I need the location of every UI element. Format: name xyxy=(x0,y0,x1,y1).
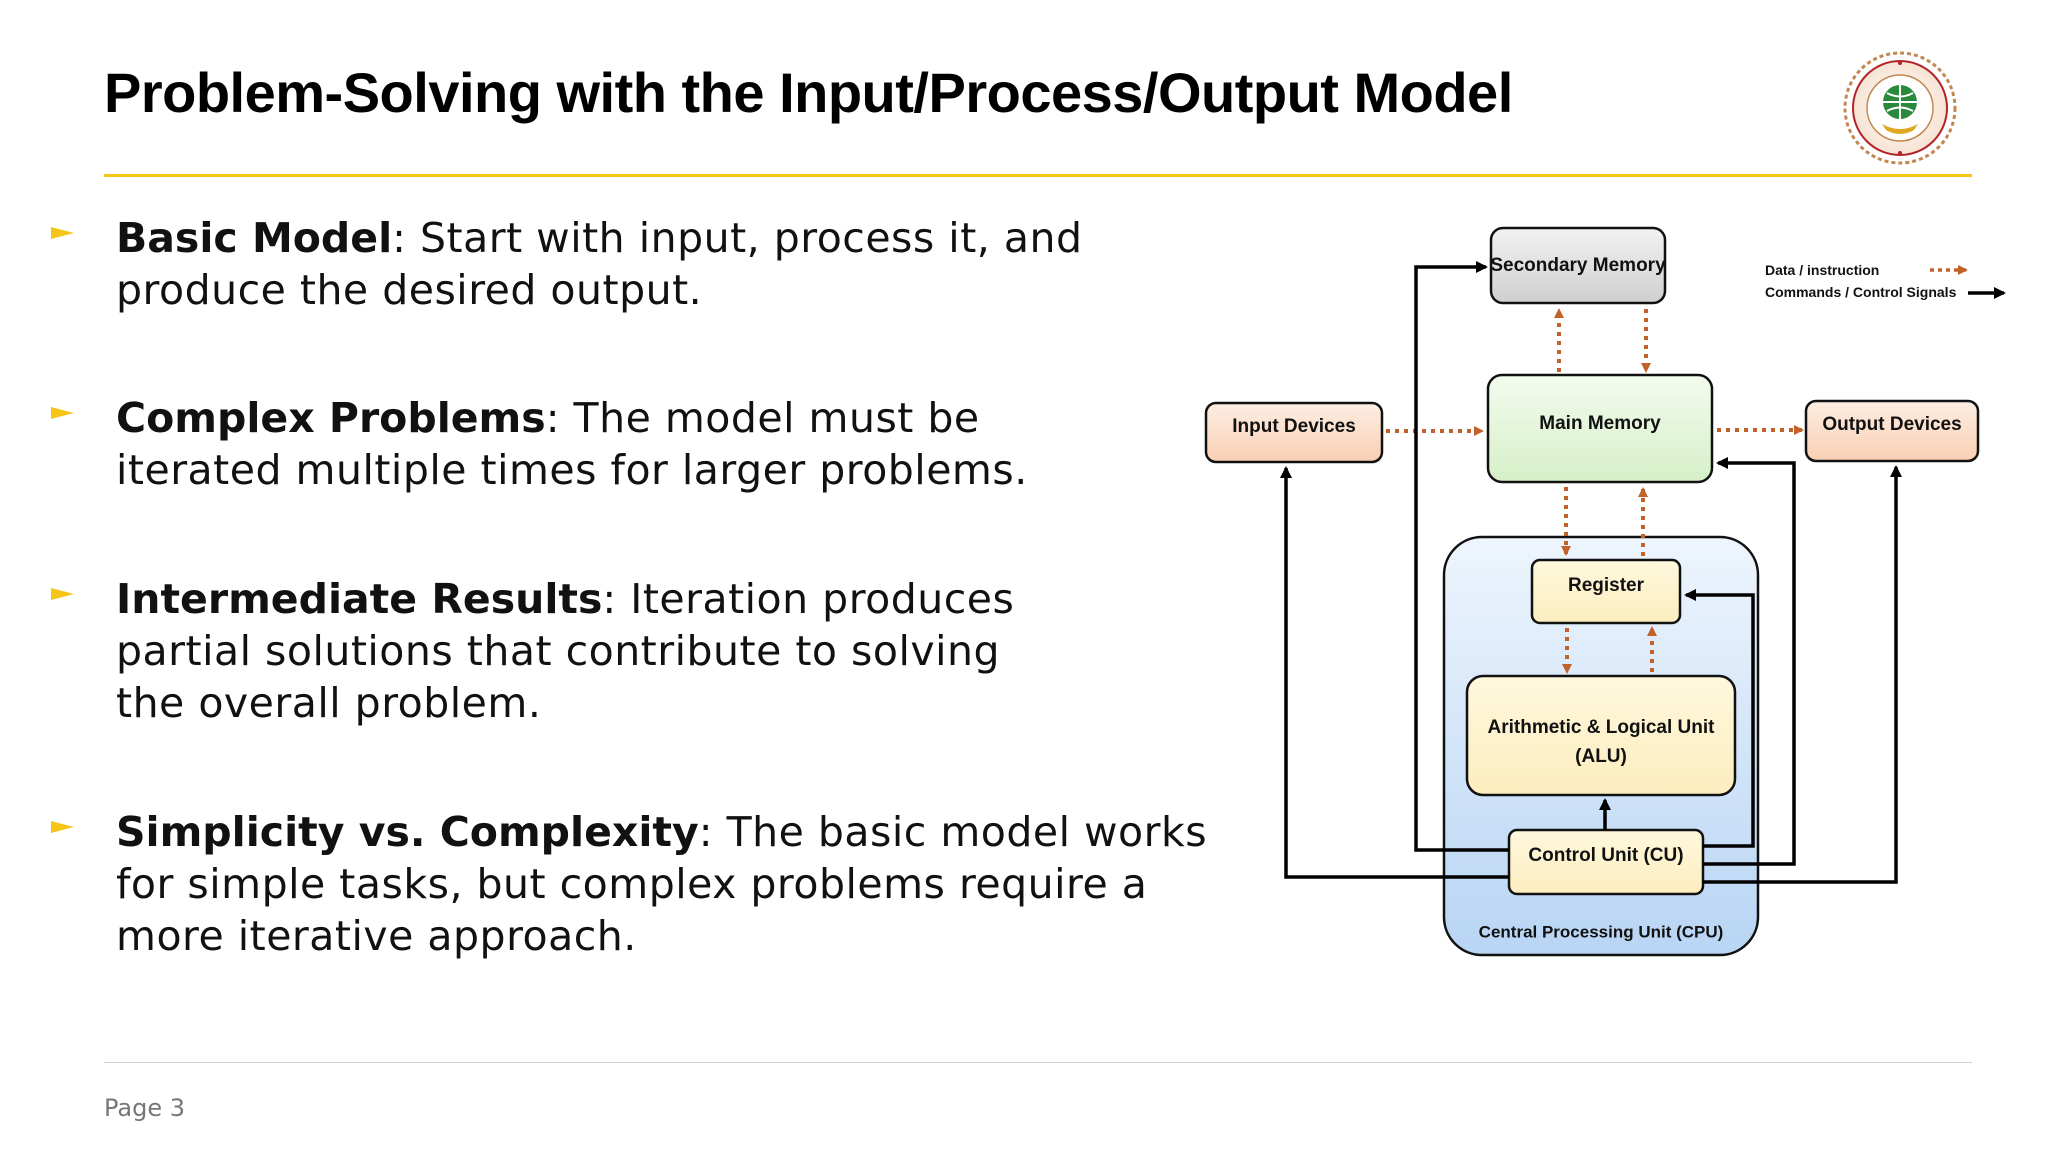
bullet-line: the overall problem. xyxy=(116,679,542,727)
page-number: Page 3 xyxy=(104,1094,185,1122)
main-memory-node xyxy=(1486,373,1714,484)
alu-label-line2: (ALU) xyxy=(1575,746,1627,767)
secondary-memory-label: Secondary Memory xyxy=(1490,255,1666,276)
legend-control-label: Commands / Control Signals xyxy=(1765,284,1957,300)
alu-node xyxy=(1465,674,1737,797)
bullet-arrow-icon xyxy=(51,588,74,600)
register-label: Register xyxy=(1568,575,1645,596)
output-devices-label: Output Devices xyxy=(1822,414,1961,435)
bullet-line: : Iteration produces xyxy=(602,575,1015,623)
bullet-term: Basic Model xyxy=(116,214,393,262)
diagram-legend: Data / instruction Commands / Control Si… xyxy=(1765,262,2006,300)
cu-to-register-control-arrow xyxy=(1684,589,1755,848)
main-memory-label: Main Memory xyxy=(1539,413,1661,434)
bullet-term: Simplicity vs. Complexity xyxy=(116,808,699,856)
bullet-line: : The basic model works xyxy=(698,808,1208,856)
bullet-line: iterated multiple times for larger probl… xyxy=(116,446,1028,494)
cpu-label: Central Processing Unit (CPU) xyxy=(1479,922,1724,941)
college-seal-logo xyxy=(1842,50,1958,166)
footer-divider xyxy=(104,1062,1972,1063)
bullet-term: Intermediate Results xyxy=(116,575,603,623)
bullet-line: : The model must be xyxy=(545,394,980,442)
legend-data-label: Data / instruction xyxy=(1765,262,1879,278)
bullet-line: produce the desired output. xyxy=(116,266,703,314)
register-node xyxy=(1530,558,1682,625)
bullet-term: Complex Problems xyxy=(116,394,546,442)
input-devices-node xyxy=(1204,401,1384,464)
title-underline xyxy=(104,174,1972,177)
cu-to-secondary-control-arrow xyxy=(1414,261,1509,852)
bullet-line: : Start with input, process it, and xyxy=(392,214,1083,262)
bullet-line: for simple tasks, but complex problems r… xyxy=(116,860,1148,908)
cu-to-output-control-arrow xyxy=(1703,465,1902,884)
page-title: Problem-Solving with the Input/Process/O… xyxy=(104,61,1513,124)
data-arrows xyxy=(1386,308,1804,674)
bullet-arrow-icon xyxy=(51,227,74,239)
control-arrows xyxy=(1280,261,1902,884)
cu-to-input-control-arrow xyxy=(1280,466,1509,879)
control-unit-label: Control Unit (CU) xyxy=(1528,845,1683,866)
bullet-line: partial solutions that contribute to sol… xyxy=(116,627,1001,675)
bullet-arrow-icon xyxy=(51,821,74,833)
input-devices-label: Input Devices xyxy=(1232,416,1356,437)
cu-to-memory-control-arrow xyxy=(1703,457,1796,866)
computer-architecture-diagram: Data / instruction Commands / Control Si… xyxy=(1204,226,2006,957)
bullet-arrow-icon xyxy=(51,407,74,419)
secondary-memory-node xyxy=(1489,226,1667,305)
output-devices-node xyxy=(1804,399,1980,463)
alu-label-line1: Arithmetic & Logical Unit xyxy=(1488,717,1716,738)
bullet-line: more iterative approach. xyxy=(116,912,637,960)
